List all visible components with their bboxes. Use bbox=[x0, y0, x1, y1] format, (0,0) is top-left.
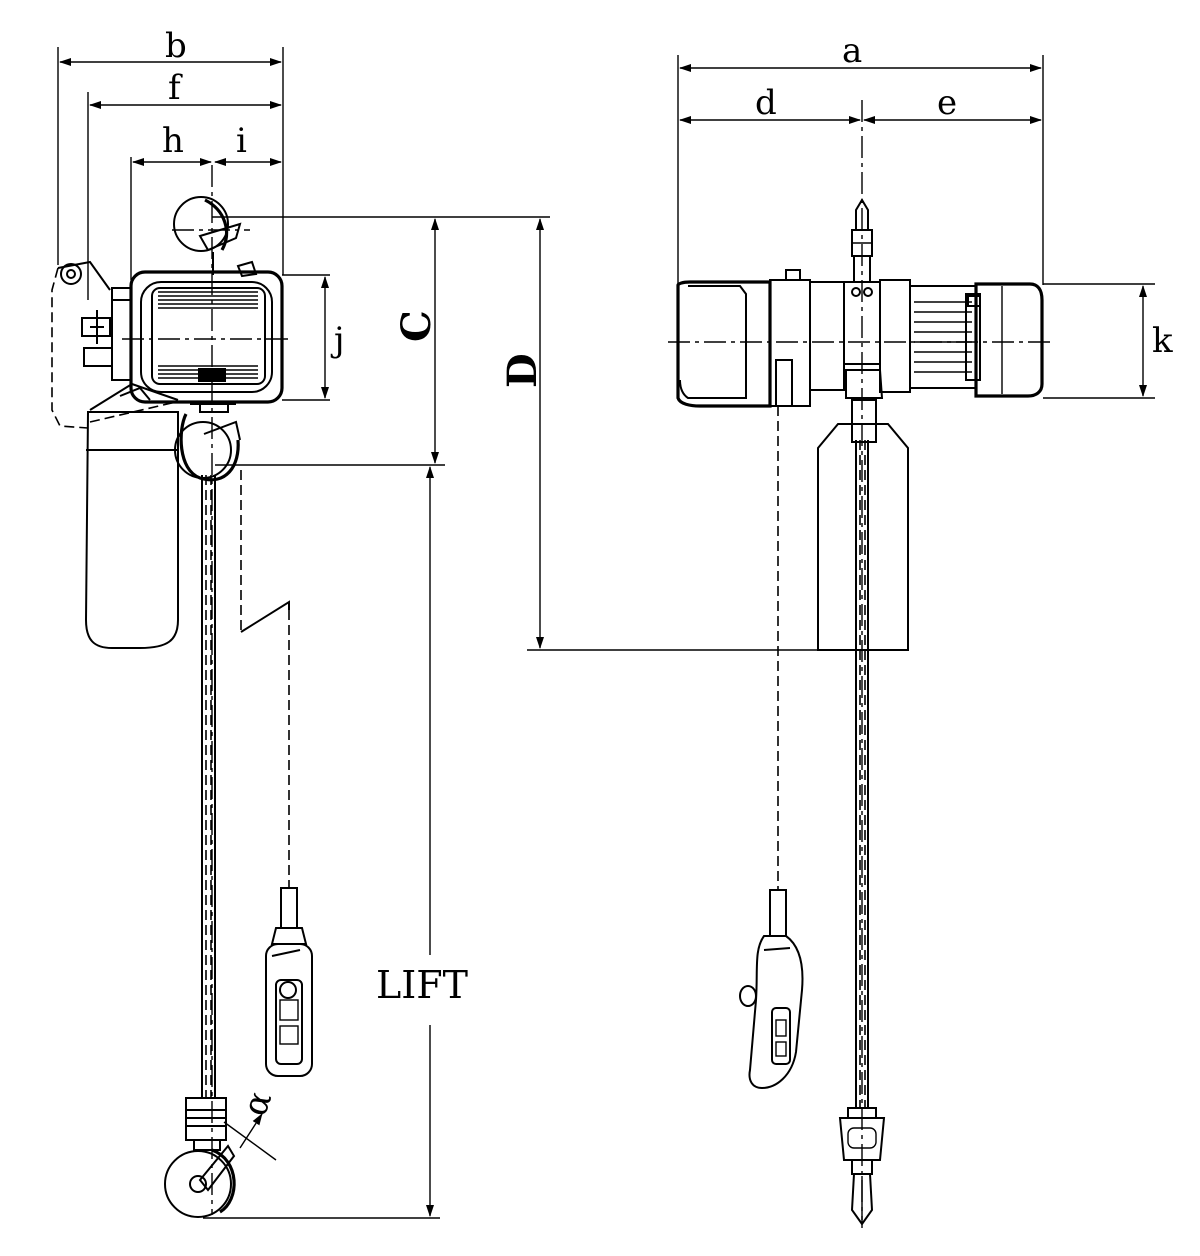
pendant-switch-front bbox=[739, 889, 804, 1090]
label-b: b bbox=[165, 26, 187, 66]
dimension-a: a bbox=[677, 31, 1044, 300]
top-hook bbox=[172, 196, 250, 275]
lower-hook: α bbox=[164, 1086, 280, 1218]
dimension-LIFT: LIFT bbox=[203, 466, 468, 1219]
dimension-f: f bbox=[87, 68, 282, 300]
label-C: C bbox=[393, 310, 440, 342]
label-alpha: α bbox=[235, 1086, 280, 1121]
label-k: k bbox=[1152, 321, 1173, 361]
chain-bucket-side bbox=[84, 382, 179, 649]
label-h: h bbox=[162, 121, 184, 161]
top-suspension-front bbox=[851, 198, 873, 283]
label-i: i bbox=[236, 121, 247, 161]
controller-box bbox=[51, 260, 132, 429]
dimension-k: k bbox=[1043, 283, 1173, 399]
dimension-j: j bbox=[282, 274, 345, 401]
dimension-h-i: h i bbox=[130, 121, 282, 280]
label-j: j bbox=[330, 320, 345, 360]
dimension-d-e: d e bbox=[679, 83, 1042, 124]
label-a: a bbox=[842, 31, 862, 71]
side-view: b f h i bbox=[51, 26, 908, 1219]
label-f: f bbox=[168, 68, 183, 108]
dimension-b: b bbox=[57, 26, 284, 275]
motor-fins-front bbox=[914, 301, 972, 373]
load-chain-side bbox=[201, 475, 216, 1098]
upper-bottom-hook bbox=[174, 403, 241, 482]
hoist-body-side bbox=[122, 260, 290, 413]
lower-hook-front bbox=[838, 1107, 886, 1226]
chain-bucket-front bbox=[817, 399, 909, 651]
pendant-switch-side bbox=[265, 887, 313, 1077]
dimension-D: D bbox=[499, 218, 908, 651]
label-LIFT: LIFT bbox=[376, 963, 468, 1007]
label-e: e bbox=[937, 83, 957, 123]
dimension-C: C bbox=[212, 216, 550, 466]
label-d: d bbox=[755, 83, 777, 123]
hoist-body-front bbox=[668, 269, 1052, 408]
cooling-fins-top bbox=[158, 291, 258, 309]
label-D: D bbox=[499, 353, 546, 388]
pendant-cable-side bbox=[240, 470, 290, 888]
front-view: a d e bbox=[668, 31, 1173, 1228]
load-chain-front bbox=[855, 440, 869, 1108]
